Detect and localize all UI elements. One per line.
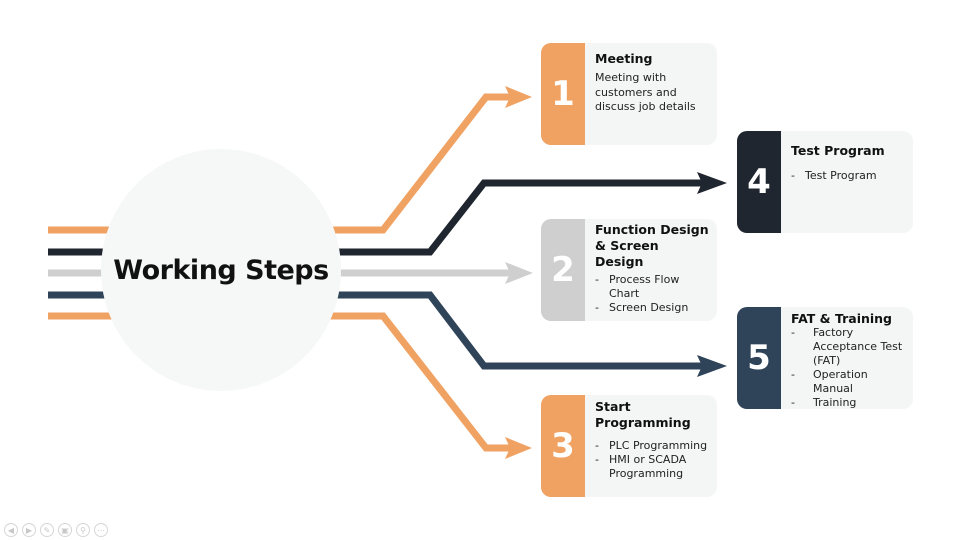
arrow-step-3	[505, 437, 532, 459]
step-card-1: 1 Meeting Meeting with customers and dis…	[541, 43, 717, 145]
slides-icon[interactable]: ▣	[58, 523, 72, 537]
step-title: Function Design & Screen Design	[595, 222, 709, 269]
next-icon[interactable]: ▶	[22, 523, 36, 537]
step-title: FAT & Training	[791, 311, 893, 326]
path-step-4	[330, 179, 710, 256]
arrow-step-5	[697, 355, 727, 377]
path-step-5	[330, 291, 710, 370]
step-card-4: 4 Test Program -Test Program	[737, 131, 913, 233]
zoom-icon[interactable]: ⚲	[76, 523, 90, 537]
step-number: 5	[737, 307, 781, 409]
arrow-step-2	[505, 262, 533, 284]
step-number: 2	[541, 219, 585, 321]
step-card-3: 3 Start Programming -PLC Programming -HM…	[541, 395, 717, 497]
list-item: -Test Program	[791, 169, 877, 182]
step-description: Meeting with customers and discuss job d…	[595, 71, 696, 113]
list-item: -PLC Programming	[595, 439, 708, 452]
step-title: Test Program	[791, 143, 885, 158]
step-number: 3	[541, 395, 585, 497]
list-item: -Training	[791, 396, 857, 409]
path-step-1	[330, 93, 515, 234]
step-card-5: 5 FAT & Training -Factory Acceptance Tes…	[737, 307, 913, 409]
arrow-step-4	[697, 172, 727, 194]
pen-icon[interactable]: ✎	[40, 523, 54, 537]
slideshow-toolbar: ◀ ▶ ✎ ▣ ⚲ ⋯	[4, 523, 108, 537]
more-icon[interactable]: ⋯	[94, 523, 108, 537]
step-number: 4	[737, 131, 781, 233]
path-step-3	[330, 312, 515, 452]
diagram-title: Working Steps	[113, 254, 329, 286]
list-item: -Process Flow Chart	[595, 273, 680, 300]
list-item: -Factory Acceptance Test (FAT)	[791, 326, 903, 367]
step-title: Start Programming	[595, 399, 691, 430]
step-title: Meeting	[595, 51, 653, 66]
arrow-step-1	[505, 86, 532, 108]
list-item: -Operation Manual	[791, 368, 868, 395]
step-card-2: 2 Function Design & Screen Design -Proce…	[541, 219, 717, 321]
prev-icon[interactable]: ◀	[4, 523, 18, 537]
list-item: -HMI or SCADA Programming	[595, 453, 687, 480]
center-circle: Working Steps	[101, 149, 341, 391]
step-number: 1	[541, 43, 585, 145]
list-item: -Screen Design	[595, 301, 689, 314]
